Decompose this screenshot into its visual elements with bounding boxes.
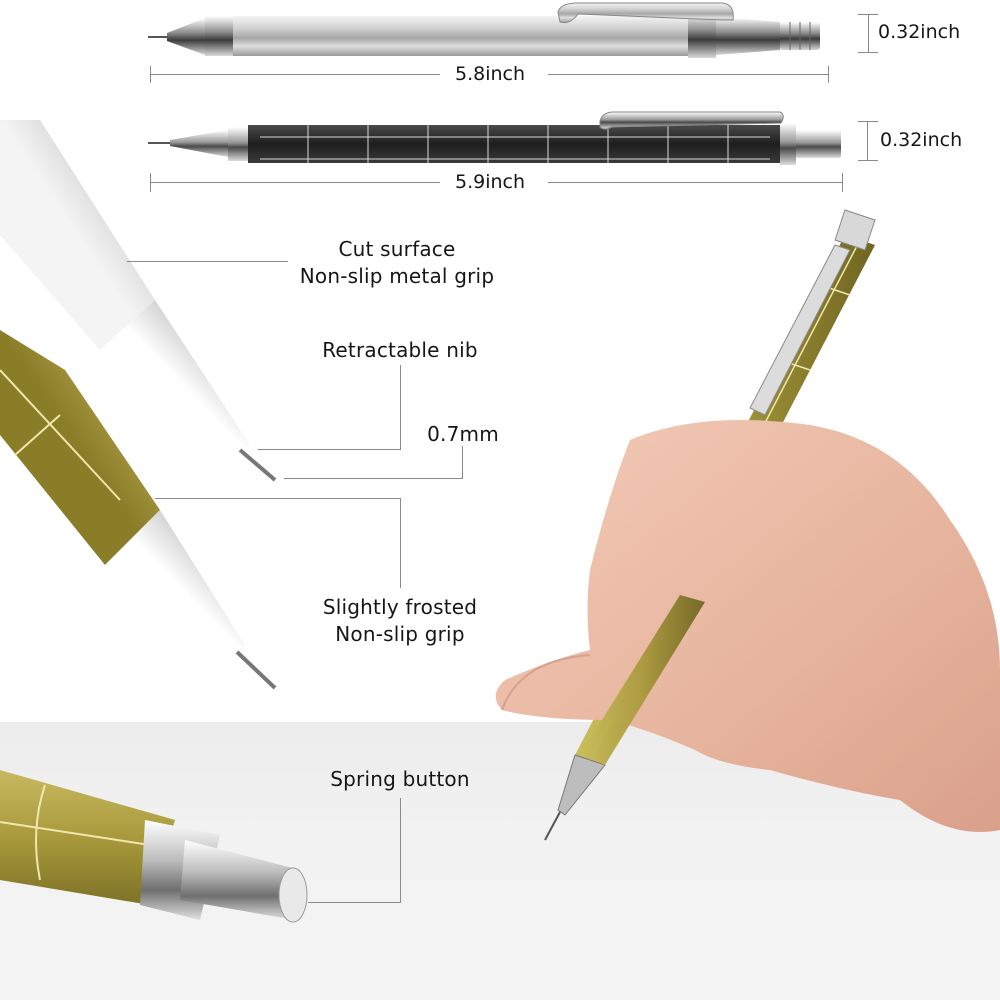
leader-line-cut-surface	[127, 261, 288, 262]
dimension-tick	[150, 66, 151, 83]
hand-holding-pencil-image	[495, 209, 1000, 841]
dimension-tick	[868, 14, 869, 52]
callout-spring-button: Spring button	[330, 767, 470, 791]
callout-frosted-grip: Slightly frosted Non-slip grip	[300, 594, 500, 648]
dimension-tick	[858, 160, 878, 161]
dimension-tick	[858, 14, 878, 15]
callout-frosted-grip-line2: Non-slip grip	[335, 622, 465, 646]
silver-diameter-label: 0.32inch	[878, 21, 961, 43]
leader-line-spring-button	[308, 902, 400, 903]
silver-pencil-image	[148, 2, 820, 58]
black-pencil-image	[148, 111, 841, 165]
dimension-line	[150, 74, 440, 75]
dimension-tick	[150, 173, 151, 192]
leader-line-lead-size	[462, 446, 463, 479]
black-diameter-label: 0.32inch	[880, 129, 963, 151]
dimension-line	[548, 182, 842, 183]
leader-line-lead-size	[284, 478, 462, 479]
black-length-label: 5.9inch	[455, 171, 526, 193]
dimension-tick	[842, 173, 843, 192]
leader-line-frosted-grip	[155, 498, 400, 499]
dimension-tick	[828, 66, 829, 83]
dimension-tick	[858, 52, 878, 53]
dimension-tick	[867, 121, 868, 160]
leader-line-retractable-nib	[258, 449, 400, 450]
callout-cut-surface-line1: Cut surface	[338, 237, 456, 261]
dimension-line	[150, 182, 440, 183]
gold-pencil-closeup	[0, 330, 277, 690]
silver-length-label: 5.8inch	[455, 63, 526, 85]
silver-pencil-closeup	[0, 120, 277, 482]
leader-line-frosted-grip	[400, 498, 401, 588]
dimension-line	[548, 74, 828, 75]
callout-retractable-nib: Retractable nib	[322, 338, 478, 362]
leader-line-spring-button	[400, 798, 401, 903]
callout-lead-size: 0.7mm	[427, 422, 499, 446]
dimension-tick	[858, 121, 878, 122]
leader-line-retractable-nib	[400, 365, 401, 450]
callout-frosted-grip-line1: Slightly frosted	[322, 595, 478, 619]
callout-cut-surface-line2: Non-slip metal grip	[299, 264, 495, 288]
spring-button-closeup	[0, 770, 308, 923]
callout-cut-surface: Cut surface Non-slip metal grip	[292, 236, 502, 290]
